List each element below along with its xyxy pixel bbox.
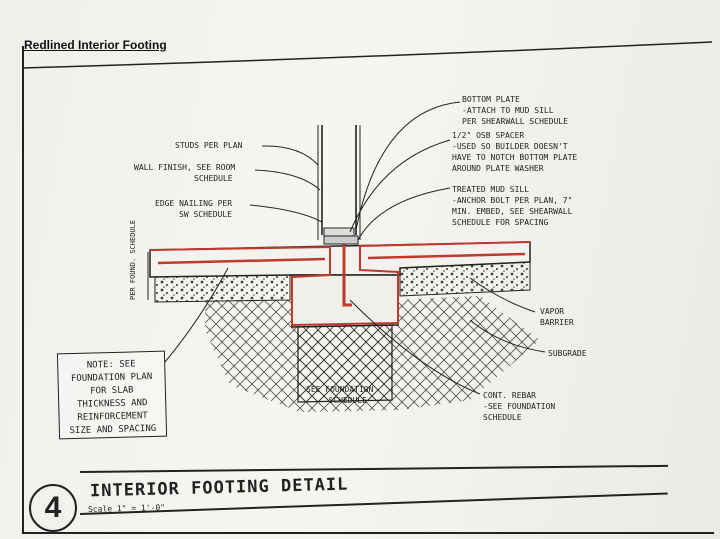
leader-mud-sill [357, 187, 451, 241]
leader-vapor [469, 277, 536, 313]
leader-bottom-plate [355, 101, 461, 231]
concrete-slab [149, 241, 531, 278]
note-box: NOTE: SEE FOUNDATION PLAN FOR SLAB THICK… [56, 350, 168, 440]
label-see-foundation-schedule: SEE FOUNDATION SCHEDULE [306, 385, 374, 405]
mud-sill [323, 235, 359, 245]
leader-edge-nailing [249, 204, 323, 223]
leader-studs [261, 145, 319, 166]
leader-osb [349, 139, 451, 233]
redline-slab-rebar-right [367, 252, 526, 260]
leader-wall-finish [254, 169, 321, 191]
label-per-found-schedule: PER FOUND. SCHEDULE [129, 219, 137, 300]
note-line: SIZE AND SPACING [69, 423, 157, 437]
redline-slab-outline [149, 241, 531, 327]
leader-subgrade [469, 319, 546, 353]
leader-note [164, 267, 229, 363]
redline-anchor-bolt [342, 240, 352, 307]
footing-lower [297, 324, 393, 403]
label-treated-mud-sill: TREATED MUD SILL -ANCHOR BOLT PER PLAN, … [452, 185, 573, 227]
label-cont-rebar: CONT. REBAR -SEE FOUNDATION SCHEDULE [483, 391, 556, 422]
bottom-plate [323, 227, 355, 237]
redlined-title: Redlined Interior Footing [24, 38, 167, 52]
sheet-border [22, 46, 714, 534]
sheet-top-rule [21, 41, 713, 69]
label-subgrade: SUBGRADE [548, 349, 587, 358]
detail-number: 4 [29, 484, 77, 532]
label-vapor-barrier: VAPOR BARRIER [540, 307, 574, 327]
label-bottom-plate: BOTTOM PLATE -ATTACH TO MUD SILL PER SHE… [462, 95, 568, 126]
redline-slab-rebar-left [157, 257, 326, 265]
leader-rebar [349, 299, 481, 395]
leader-lines [147, 101, 546, 395]
label-studs: STUDS PER PLAN [175, 141, 243, 150]
label-wall-finish: WALL FINISH, SEE ROOM SCHEDULE [134, 163, 236, 183]
label-edge-nailing: EDGE NAILING PER SW SCHEDULE [155, 199, 233, 219]
label-osb-spacer: 1/2" OSB SPACER -USED SO BUILDER DOESN'T… [452, 131, 578, 173]
gravel-base-left [154, 274, 291, 303]
